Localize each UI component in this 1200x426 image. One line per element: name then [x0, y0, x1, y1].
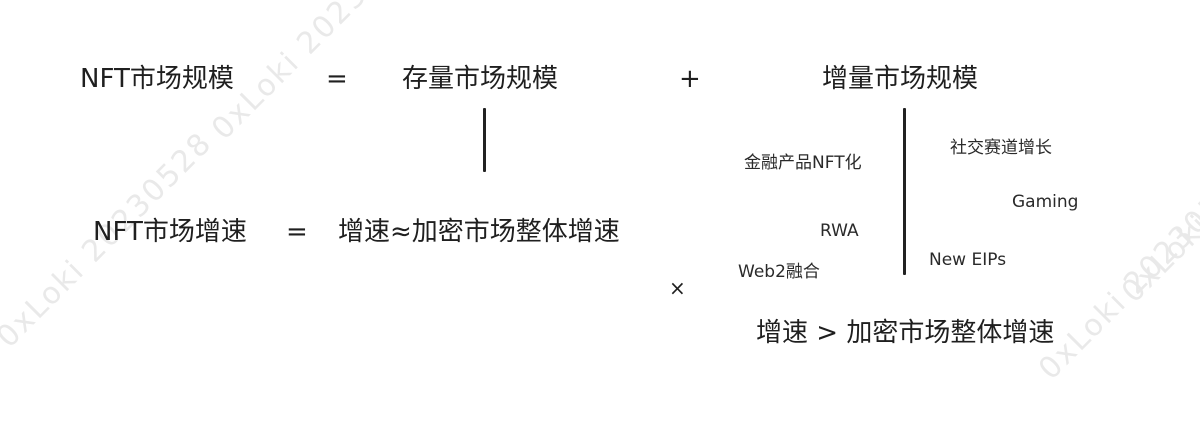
- driver-new-eips: New EIPs: [929, 250, 1007, 270]
- nft-market-growth-label: NFT市场增速: [93, 217, 247, 247]
- plus-sign: +: [679, 64, 701, 94]
- driver-web2-integration: Web2融合: [738, 262, 820, 282]
- stock-connector-line: [483, 108, 486, 172]
- driver-rwa: RWA: [820, 221, 859, 241]
- equals-sign-1: =: [326, 64, 348, 94]
- stock-market-size-label: 存量市场规模: [402, 64, 559, 94]
- stock-growth-approx-label: 增速≈加密市场整体增速: [338, 217, 620, 247]
- increment-driver-divider: [903, 108, 906, 275]
- nft-market-size-label: NFT市场规模: [80, 64, 234, 94]
- watermark: 0xLoki 20230528: [205, 0, 435, 147]
- driver-social-track: 社交赛道增长: [950, 138, 1052, 158]
- incremental-market-size-label: 增量市场规模: [822, 64, 979, 94]
- multiply-sign: ×: [669, 276, 686, 300]
- equals-sign-2: =: [286, 217, 308, 247]
- incremental-growth-label: 增速 > 加密市场整体增速: [756, 318, 1055, 348]
- driver-financial-nft: 金融产品NFT化: [744, 153, 862, 173]
- driver-gaming: Gaming: [1012, 192, 1079, 212]
